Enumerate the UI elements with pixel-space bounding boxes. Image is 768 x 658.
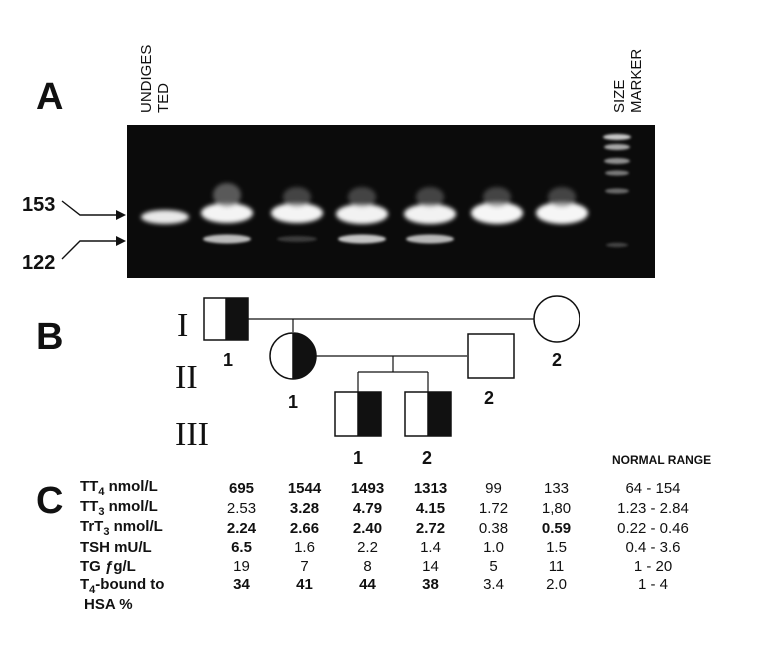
row-label: TG ƒg/L [80,558,136,576]
row-label: TT4 nmol/L [80,478,158,498]
table-cell: 2.24 [226,519,257,537]
table-cell: 3.28 [289,499,320,517]
table-cell: 5 [489,558,498,576]
panel-letter-a: A [36,76,64,118]
normal-range-cell: 0.22 - 0.46 [617,519,689,537]
table-cell: 44 [359,576,376,594]
table-cell: 99 [485,479,502,497]
panel-letter-c: C [36,480,64,522]
row-label: TrT3 nmol/L [80,518,163,538]
normal-range-cell: 64 - 154 [625,479,681,497]
table-cell: 8 [363,558,372,576]
table-cell: 7 [300,558,309,576]
size-marker-label: SIZE MARKER [611,48,645,113]
table-cell: 2.53 [226,499,257,517]
generation-label-3: III [175,416,209,453]
normal-range-cell: 1.23 - 2.84 [617,499,689,517]
member-number-II-2: 2 [484,388,495,408]
table-cell: 1313 [413,479,448,497]
generation-label-1: I [177,307,189,344]
table-cell: 133 [543,479,570,497]
table-cell: 2.72 [415,519,446,537]
pedigree-male-I-1-fill [226,298,248,340]
pedigree-male-II-2 [467,333,515,379]
table-row: TT4 nmol/L 695 1544 1493 1313 99 133 64 - 154 [80,478,718,498]
normal-range-cell: 1 - 20 [633,558,673,576]
band-size-153: 153 [22,194,56,216]
panel-letter-b: B [36,316,64,358]
table-cell: 1.0 [483,539,504,557]
table-cell: 11 [548,558,565,576]
member-number-II-1: 1 [288,392,299,412]
table-row: TSH mU/L 6.5 1.6 2.2 1.4 1.0 1.5 0.4 - 3.6 [80,538,718,557]
band-arrows [61,200,126,260]
table-cell: 19 [233,558,250,576]
table-cell: 4.15 [415,499,446,517]
table-row: TrT3 nmol/L 2.24 2.66 2.40 2.72 0.38 0.59 0.22 … [80,518,718,538]
member-number-I-1: 1 [223,350,234,370]
member-number-III-1: 1 [353,448,364,468]
table-cell: 6.5 [231,539,252,557]
table-cell: 1.4 [420,539,441,557]
normal-range-cell: 0.4 - 3.6 [625,539,681,557]
table-cell: 695 [228,479,255,497]
table-cell: 14 [422,558,439,576]
generation-label-2: II [175,359,198,396]
table-cell: 38 [422,576,439,594]
gel-image [127,125,655,278]
member-number-III-2: 2 [422,448,433,468]
table-row: TG ƒg/L 19 7 8 14 5 11 1 - 20 [80,557,718,576]
table-cell: 1.5 [546,539,567,557]
table-cell: 2.2 [357,539,378,557]
table-cell: 2.0 [546,576,567,594]
row-label: TSH mU/L [80,539,152,557]
table-cell: 4.79 [352,499,383,517]
band-size-122: 122 [22,252,56,274]
table-cell: 1.72 [478,499,509,517]
table-cell: 2.40 [352,519,383,537]
table-cell: 2.66 [289,519,320,537]
pedigree-chart [203,295,580,437]
table-row: TT3 nmol/L 2.53 3.28 4.79 4.15 1.72 1,80 1.23 -… [80,498,718,518]
table-cell: 34 [233,576,250,594]
member-number-I-2: 2 [552,350,563,370]
normal-range-cell: 1 - 4 [637,576,668,594]
table-cell: 1.6 [294,539,315,557]
pedigree-female-I-2 [533,295,580,343]
table-cell: 0.59 [541,519,572,537]
table-cell: 1,80 [541,499,572,517]
table-cell: 1493 [350,479,385,497]
undigested-label: UNDIGES TED [138,44,172,113]
row-label: TT3 nmol/L [80,498,158,518]
table-cell: 3.4 [483,576,504,594]
table-cell: 1544 [287,479,322,497]
table-cell: 41 [296,576,313,594]
table-cell: 0.38 [478,519,509,537]
normal-range-header: NORMAL RANGE [612,453,712,467]
